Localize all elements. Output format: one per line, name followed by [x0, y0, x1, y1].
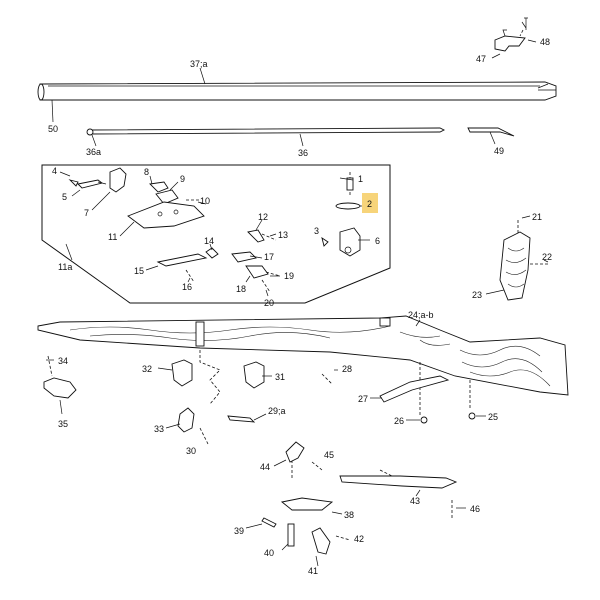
- label-49: 49: [494, 146, 504, 156]
- label-47: 47: [476, 54, 486, 64]
- part-25: [468, 412, 476, 420]
- label-16: 16: [182, 282, 192, 292]
- label-24ab: 24;a-b: [408, 310, 434, 320]
- part-34-35: [43, 355, 77, 399]
- lock-leaders: [59, 171, 370, 297]
- part-40: [287, 523, 295, 547]
- part-42: [335, 535, 351, 541]
- label-10: 10: [200, 196, 210, 206]
- part-27: [379, 375, 450, 403]
- assembly-dash-lines: [199, 350, 471, 481]
- label-48: 48: [540, 37, 550, 47]
- part-30: [199, 427, 209, 445]
- part-28: [321, 373, 333, 385]
- label-42: 42: [354, 534, 364, 544]
- part-43: [339, 475, 458, 489]
- label-29a: 29;a: [268, 406, 286, 416]
- part-49: [467, 127, 515, 137]
- label-37a: 37;a: [190, 59, 208, 69]
- part-33: [177, 407, 195, 433]
- sideplate-23: [499, 220, 548, 301]
- label-28: 28: [342, 364, 352, 374]
- label-31: 31: [275, 372, 285, 382]
- label-23: 23: [472, 290, 482, 300]
- part-45: [311, 461, 323, 471]
- label-40: 40: [264, 548, 274, 558]
- label-33: 33: [154, 424, 164, 434]
- label-43: 43: [410, 496, 420, 506]
- label-6: 6: [375, 236, 380, 246]
- part-26: [420, 416, 428, 424]
- ramrod-36: [86, 127, 446, 136]
- label-25: 25: [488, 412, 498, 422]
- lock-inset-box: [41, 164, 391, 304]
- part-47-48-group: [491, 17, 537, 59]
- label-20: 20: [264, 298, 274, 308]
- part-29a: [227, 415, 256, 423]
- label-5: 5: [62, 192, 67, 202]
- label-34: 34: [58, 356, 68, 366]
- label-41: 41: [308, 566, 318, 576]
- label-11: 11: [108, 232, 117, 242]
- label-11a: 11a: [58, 262, 72, 272]
- label-1: 1: [358, 174, 363, 184]
- label-45: 45: [324, 450, 334, 460]
- label-46: 46: [470, 504, 480, 514]
- label-38: 38: [344, 510, 354, 520]
- part-44: [285, 441, 305, 463]
- label-15: 15: [134, 266, 144, 276]
- label-21: 21: [532, 212, 542, 222]
- label-17: 17: [264, 252, 274, 262]
- barrel-37a: [37, 81, 557, 101]
- label-9: 9: [180, 174, 185, 184]
- label-39: 39: [234, 526, 244, 536]
- label-50: 50: [48, 124, 58, 134]
- part-41: [311, 527, 331, 555]
- label-8: 8: [144, 167, 149, 177]
- lock-parts: [68, 167, 361, 293]
- part-39: [261, 517, 277, 528]
- label-27: 27: [358, 394, 368, 404]
- part-38: [280, 497, 334, 511]
- bands-31-32: [171, 359, 265, 389]
- label-32: 32: [142, 364, 152, 374]
- label-36a: 36a: [86, 147, 101, 157]
- label-36: 36: [298, 148, 308, 158]
- stock-24: [37, 315, 569, 396]
- label-18: 18: [236, 284, 246, 294]
- label-12: 12: [258, 212, 268, 222]
- label-22: 22: [542, 252, 552, 262]
- label-30: 30: [186, 446, 196, 456]
- label-14: 14: [204, 236, 214, 246]
- label-4: 4: [52, 166, 57, 176]
- highlight-box-2: [362, 193, 378, 213]
- label-2: 2: [367, 199, 372, 209]
- label-26: 26: [394, 416, 404, 426]
- label-7: 7: [84, 208, 89, 218]
- label-35: 35: [58, 419, 68, 429]
- label-44: 44: [260, 462, 270, 472]
- label-3: 3: [314, 226, 319, 236]
- label-19: 19: [284, 271, 294, 281]
- label-13: 13: [278, 230, 288, 240]
